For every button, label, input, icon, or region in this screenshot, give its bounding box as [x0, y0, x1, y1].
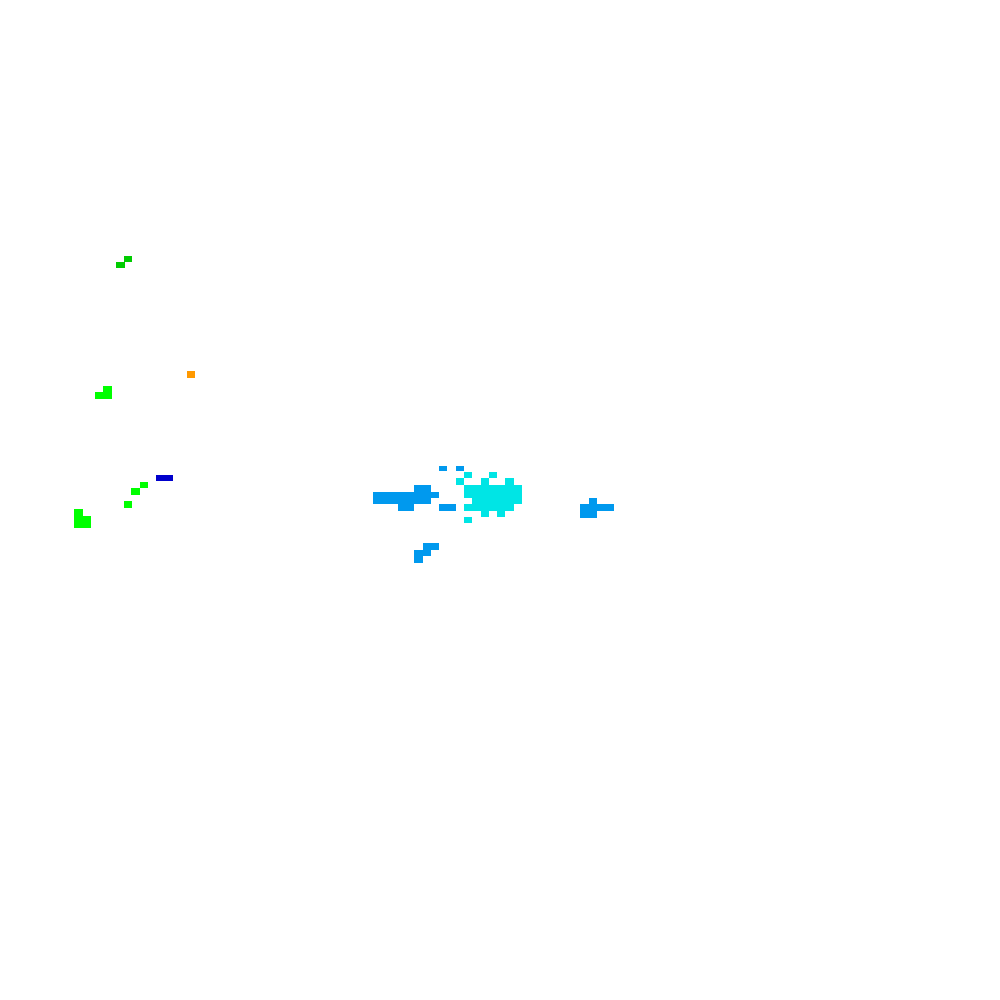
blue-pixel-bar-center-pixel: [456, 466, 464, 471]
green-pixel-group-middle-pixel: [103, 386, 112, 393]
cyan-pixel-cluster-center-pixel: [481, 478, 489, 485]
blue-pixel-bar-center: [373, 466, 464, 511]
cyan-pixel-cluster-center-pixel: [464, 485, 522, 492]
blue-pixel-group-right-pixel: [580, 504, 614, 511]
green-pixel-block-left: [74, 509, 91, 528]
cyan-pixel-cluster-center-pixel: [464, 492, 522, 498]
blue-pixel-group-right-pixel: [589, 498, 597, 504]
cyan-pixel-cluster-center-pixel: [456, 478, 464, 485]
blue-pixel-group-lower-pixel: [414, 550, 431, 556]
dark-blue-pixel-bar: [156, 475, 173, 481]
green-pixel-group-lower-pixel: [140, 482, 148, 488]
green-pixel-group-upper: [116, 256, 132, 268]
blue-pixel-bar-center-pixel: [373, 492, 439, 498]
blue-pixel-group-lower-pixel: [423, 543, 439, 550]
blue-pixel-bar-center-pixel: [414, 485, 431, 492]
green-pixel-group-lower-pixel: [124, 501, 132, 508]
green-pixel-group-middle: [95, 386, 112, 399]
cyan-pixel-cluster-center-pixel: [497, 511, 505, 517]
cyan-pixel-cluster-center-pixel: [464, 472, 472, 478]
green-pixel-group-lower: [124, 482, 148, 508]
cyan-pixel-cluster-center-pixel: [464, 517, 472, 523]
green-pixel-group-middle-pixel: [95, 392, 112, 399]
blue-pixel-group-right-pixel: [580, 511, 597, 518]
cyan-pixel-cluster-center-pixel: [481, 511, 489, 517]
green-pixel-group-upper-pixel: [116, 262, 125, 268]
orange-pixel: [187, 371, 195, 378]
cyan-pixel-cluster-center-pixel: [505, 478, 514, 485]
green-pixel-block-left-pixel: [74, 516, 91, 528]
cyan-pixel-cluster-center-pixel: [489, 472, 497, 478]
blue-pixel-bar-center-pixel: [439, 504, 456, 511]
orange-pixel-pixel: [187, 371, 195, 378]
cyan-pixel-cluster-center-pixel: [464, 504, 514, 511]
cyan-pixel-cluster-center: [456, 472, 522, 523]
blue-pixel-bar-center-pixel: [398, 504, 414, 511]
green-pixel-group-lower-pixel: [131, 488, 140, 495]
blue-pixel-group-lower: [414, 543, 439, 563]
blue-pixel-bar-center-pixel: [439, 466, 447, 471]
blue-pixel-bar-center-pixel: [373, 498, 431, 504]
cyan-pixel-cluster-center-pixel: [472, 498, 522, 504]
blue-pixel-group-lower-pixel: [414, 556, 423, 563]
green-pixel-block-left-pixel: [74, 509, 83, 517]
dark-blue-pixel-bar-pixel: [156, 475, 173, 481]
blue-pixel-group-right: [580, 498, 614, 518]
green-pixel-group-upper-pixel: [124, 256, 132, 262]
